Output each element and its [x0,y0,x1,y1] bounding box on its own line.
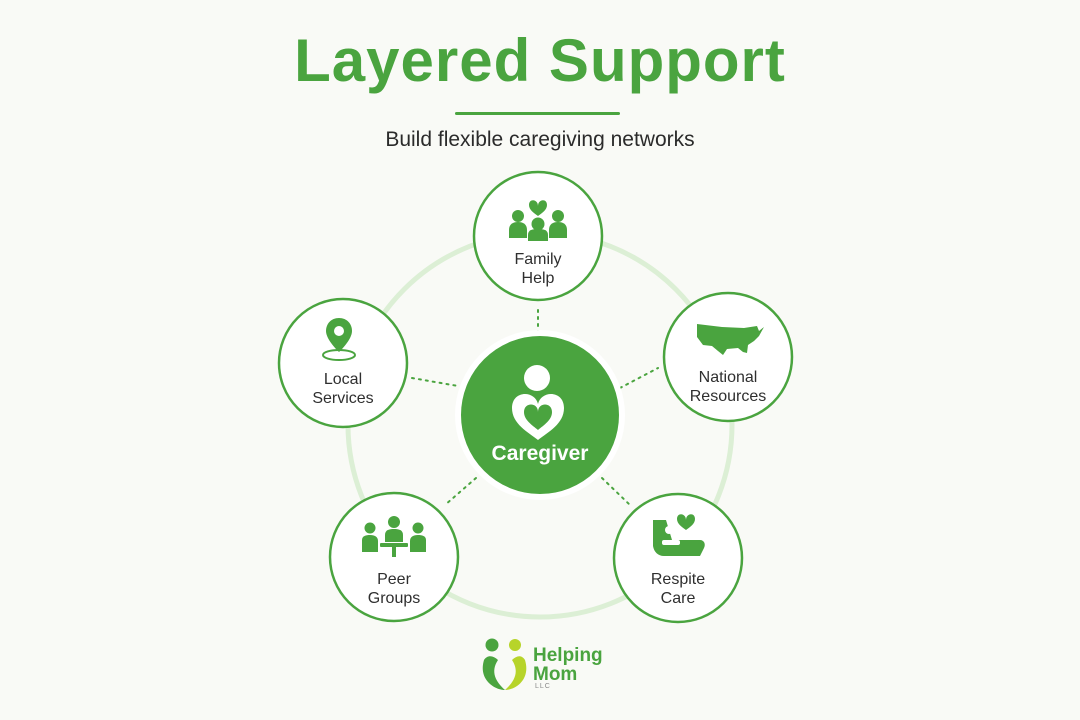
location-pin-icon [322,318,356,361]
title-underline [455,112,620,115]
node-peer-groups [328,491,460,623]
helping-mom-logo-icon [482,638,527,690]
usa-map-icon [697,324,764,355]
page-subtitle: Build flexible caregiving networks [385,128,695,151]
node-respite-care-label: Respite Care [650,571,706,607]
node-national-resources-label: National Resources [689,369,767,405]
peer-group-table-icon [362,516,426,557]
connector-local [411,377,459,387]
logo-name-line1: Helping [533,645,603,666]
caregiver-heart-icon [512,365,564,440]
connectors [411,309,659,506]
caregiver-label: Caregiver [491,442,589,465]
connector-peer [444,477,477,506]
node-national-resources [662,291,794,423]
family-heart-icon [509,200,567,241]
node-respite-care [612,492,744,624]
node-peer-groups-label: Peer Groups [367,571,421,607]
node-local-services-label: Local Services [312,371,374,407]
connector-national [619,367,659,389]
node-family-help-label: Family Help [514,251,562,287]
node-family-help [472,170,604,302]
recliner-heart-icon [653,514,705,556]
logo-suffix: LLC [535,683,551,690]
caregiver-node [455,330,625,500]
logo-name-line2: Mom [533,664,578,685]
node-local-services [277,297,409,429]
connector-respite [601,477,631,506]
page-title: Layered Support [294,27,786,94]
